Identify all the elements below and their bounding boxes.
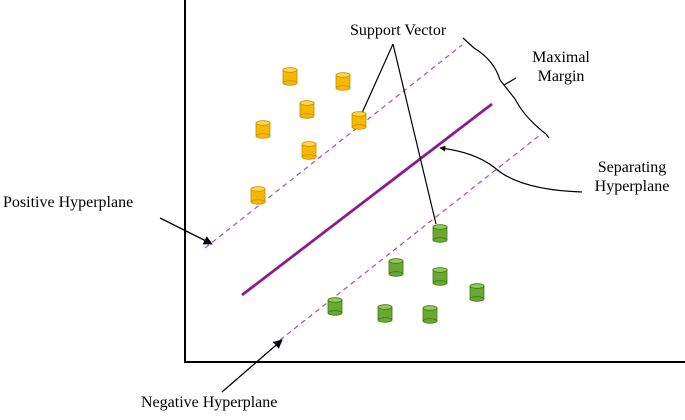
positive-class-points	[250, 67, 367, 205]
separating-hyperplane-label-line1: Separating	[597, 159, 667, 176]
cylinder-icon	[335, 72, 351, 91]
cylinder-icon	[250, 186, 266, 205]
positive-hyperplane-line	[204, 44, 463, 249]
cylinder-icon	[432, 224, 448, 243]
support-vector-arrow-1	[361, 43, 394, 114]
negative-class-points	[327, 224, 485, 324]
maximal-margin-label-line1: Maximal	[532, 49, 590, 66]
negative-hyperplane-label: Negative Hyperplane	[141, 394, 278, 411]
cylinder-icon	[388, 258, 404, 277]
separating-hyperplane-line	[241, 102, 493, 297]
cylinder-icon	[299, 100, 315, 119]
cylinder-icon	[282, 67, 298, 86]
positive-hyperplane-label: Positive Hyperplane	[3, 194, 134, 211]
positive-hyperplane-arrow	[159, 217, 213, 245]
cylinder-icon	[432, 267, 448, 286]
separating-hyperplane-label: Separating Hyperplane	[584, 158, 680, 196]
support-vector-arrow-2	[392, 43, 437, 225]
cylinder-icon	[377, 304, 393, 323]
separating-hyperplane-arrow	[439, 145, 583, 193]
negative-hyperplane-arrow	[221, 339, 283, 393]
cylinder-icon	[255, 120, 271, 139]
maximal-margin-label-line2: Margin	[537, 68, 585, 85]
cylinder-icon	[327, 297, 343, 316]
cylinder-icon	[469, 283, 485, 302]
maximal-margin-label: Maximal Margin	[526, 48, 596, 86]
cylinder-icon	[422, 305, 438, 324]
separating-hyperplane-label-line2: Hyperplane	[594, 178, 670, 195]
negative-hyperplane-line	[279, 134, 541, 341]
support-vector-label: Support Vector	[350, 22, 447, 39]
cylinder-icon	[301, 141, 317, 160]
maximal-margin-tick	[503, 77, 517, 86]
cylinder-icon	[351, 111, 367, 130]
